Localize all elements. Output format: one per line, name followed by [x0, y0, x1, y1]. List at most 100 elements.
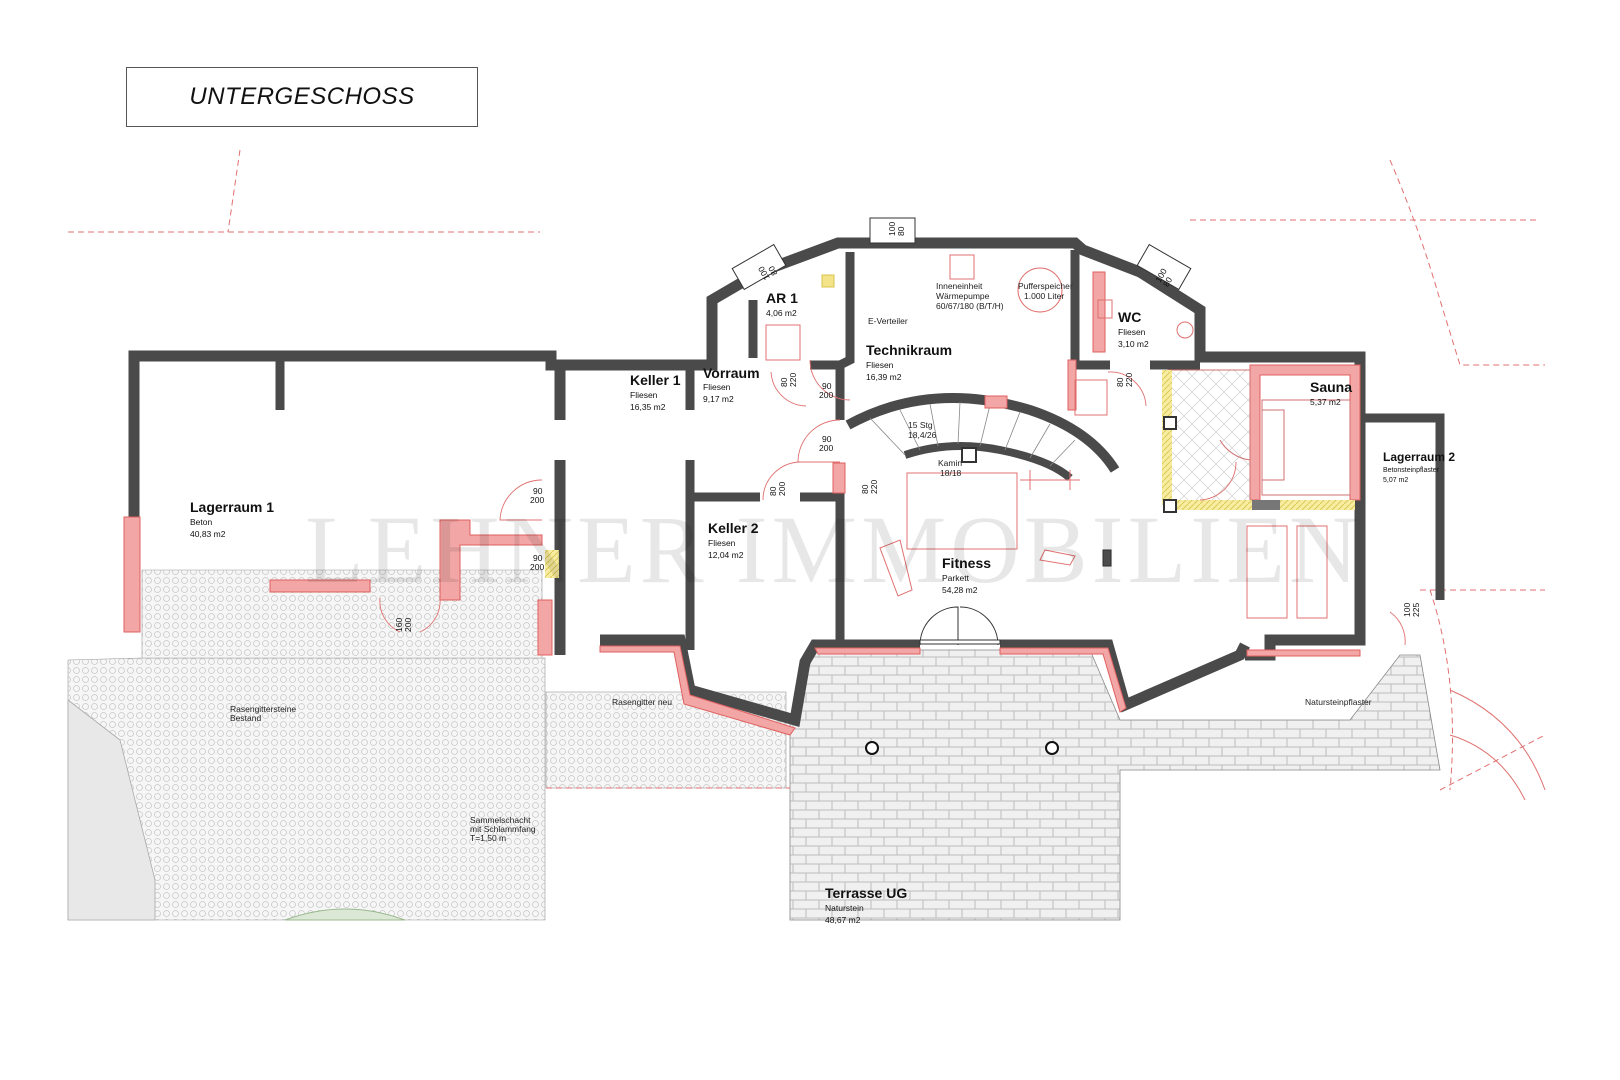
svg-text:Wärmepumpe: Wärmepumpe	[936, 291, 990, 301]
svg-text:60/67/180 (B/T/H): 60/67/180 (B/T/H)	[936, 301, 1004, 311]
room-surface: Fliesen	[703, 382, 731, 392]
svg-text:200: 200	[530, 495, 544, 505]
room-area: 12,04 m2	[708, 550, 744, 560]
curved-garden-steps	[1449, 689, 1546, 791]
svg-text:90: 90	[533, 486, 543, 496]
outdoor-surfaces	[67, 569, 1441, 921]
room-name: Lagerraum 1	[190, 499, 274, 515]
heat-pump-label: Inneneinheit Wärmepumpe 60/67/180 (B/T/H…	[936, 281, 1004, 311]
room-technikraum: Technikraum Fliesen 16,39 m2	[866, 342, 952, 382]
room-surface: Fliesen	[630, 390, 658, 400]
svg-text:T=1,50 m: T=1,50 m	[470, 833, 506, 843]
svg-text:160: 160	[394, 618, 404, 632]
svg-text:80: 80	[768, 486, 778, 496]
natursteinpflaster-label: Natursteinpflaster	[1305, 697, 1372, 707]
svg-text:80: 80	[860, 484, 870, 494]
room-surface: Naturstein	[825, 903, 864, 913]
svg-text:200: 200	[777, 482, 787, 496]
svg-text:Inneneinheit: Inneneinheit	[936, 281, 983, 291]
kamin-label: Kamin 18/18	[938, 458, 962, 478]
room-fitness: Fitness Parkett 54,28 m2	[942, 555, 991, 595]
room-surface: Fliesen	[708, 538, 736, 548]
room-name: Keller 2	[708, 520, 759, 536]
room-name: Keller 1	[630, 372, 681, 388]
room-area: 16,35 m2	[630, 402, 666, 412]
new-walls	[123, 271, 1361, 736]
room-ar-1: AR 1 4,06 m2	[766, 290, 798, 318]
rasengitter-neu-label: Rasengitter neu	[612, 697, 672, 707]
svg-text:100: 100	[887, 222, 897, 236]
room-name: WC	[1118, 309, 1141, 325]
room-area: 4,06 m2	[766, 308, 797, 318]
svg-text:200: 200	[530, 562, 544, 572]
svg-text:220: 220	[869, 480, 879, 494]
drain-2	[1045, 741, 1059, 755]
curved-garden-steps-outer	[1449, 734, 1526, 801]
door-swings	[379, 359, 1406, 646]
buffer-tank-label: Pufferspeicher 1.000 Liter	[1018, 281, 1073, 301]
room-surface: Fliesen	[866, 360, 894, 370]
room-surface: Betonsteinpflaster	[1383, 467, 1440, 474]
svg-text:80: 80	[1161, 275, 1175, 288]
svg-text:90: 90	[822, 381, 832, 391]
room-terrasse-ug: Terrasse UG Naturstein 48,67 m2	[825, 885, 907, 925]
svg-text:1.000 Liter: 1.000 Liter	[1024, 291, 1064, 301]
room-wc: WC Fliesen 3,10 m2	[1118, 309, 1149, 349]
svg-text:80: 80	[766, 264, 780, 277]
room-area: 3,10 m2	[1118, 339, 1149, 349]
e-verteiler-label: E-Verteiler	[868, 316, 908, 326]
room-name: AR 1	[766, 290, 798, 306]
room-sauna: Sauna 5,37 m2	[1310, 379, 1352, 407]
svg-text:18,4/26: 18,4/26	[908, 430, 937, 440]
svg-text:200: 200	[403, 618, 413, 632]
stair	[845, 393, 1120, 482]
room-surface: Beton	[190, 517, 212, 527]
svg-text:200: 200	[819, 390, 833, 400]
svg-text:200: 200	[819, 443, 833, 453]
plan-title: UNTERGESCHOSS	[189, 83, 415, 110]
room-name: Fitness	[942, 555, 991, 571]
watermark: LEHNER IMMOBILIEN	[305, 496, 1362, 603]
room-name: Vorraum	[703, 365, 760, 381]
svg-text:90: 90	[822, 434, 832, 444]
room-keller-1: Keller 1 Fliesen 16,35 m2	[630, 372, 681, 412]
sammelschacht-label: Sammelschacht mit Schlammfang T=1,50 m	[470, 815, 536, 843]
svg-text:Sammelschacht: Sammelschacht	[470, 815, 531, 825]
windows	[731, 217, 1192, 291]
svg-text:225: 225	[1411, 603, 1421, 617]
walls	[128, 237, 1445, 727]
plan-title-box: UNTERGESCHOSS	[126, 67, 478, 127]
annotations: E-Verteiler Inneneinheit Wärmepumpe 60/6…	[230, 281, 1372, 843]
room-name: Terrasse UG	[825, 885, 907, 901]
room-lagerraum-2: Lagerraum 2 Betonsteinpflaster 5,07 m2	[1383, 450, 1455, 484]
svg-text:80: 80	[779, 377, 789, 387]
svg-text:Rasengittersteine: Rasengittersteine	[230, 704, 296, 714]
room-area: 9,17 m2	[703, 394, 734, 404]
room-name: Lagerraum 2	[1383, 450, 1455, 464]
terrace-double-door	[919, 606, 1001, 646]
room-name: Technikraum	[866, 342, 952, 358]
svg-text:15 Stg: 15 Stg	[908, 420, 933, 430]
svg-text:90: 90	[533, 553, 543, 563]
room-name: Sauna	[1310, 379, 1352, 395]
svg-text:80: 80	[1115, 377, 1125, 387]
room-surface: Parkett	[942, 573, 970, 583]
svg-text:80: 80	[896, 226, 906, 236]
room-area: 40,83 m2	[190, 529, 226, 539]
room-area: 5,37 m2	[1310, 397, 1341, 407]
svg-text:Bestand: Bestand	[230, 713, 261, 723]
room-surface: Fliesen	[1118, 327, 1146, 337]
